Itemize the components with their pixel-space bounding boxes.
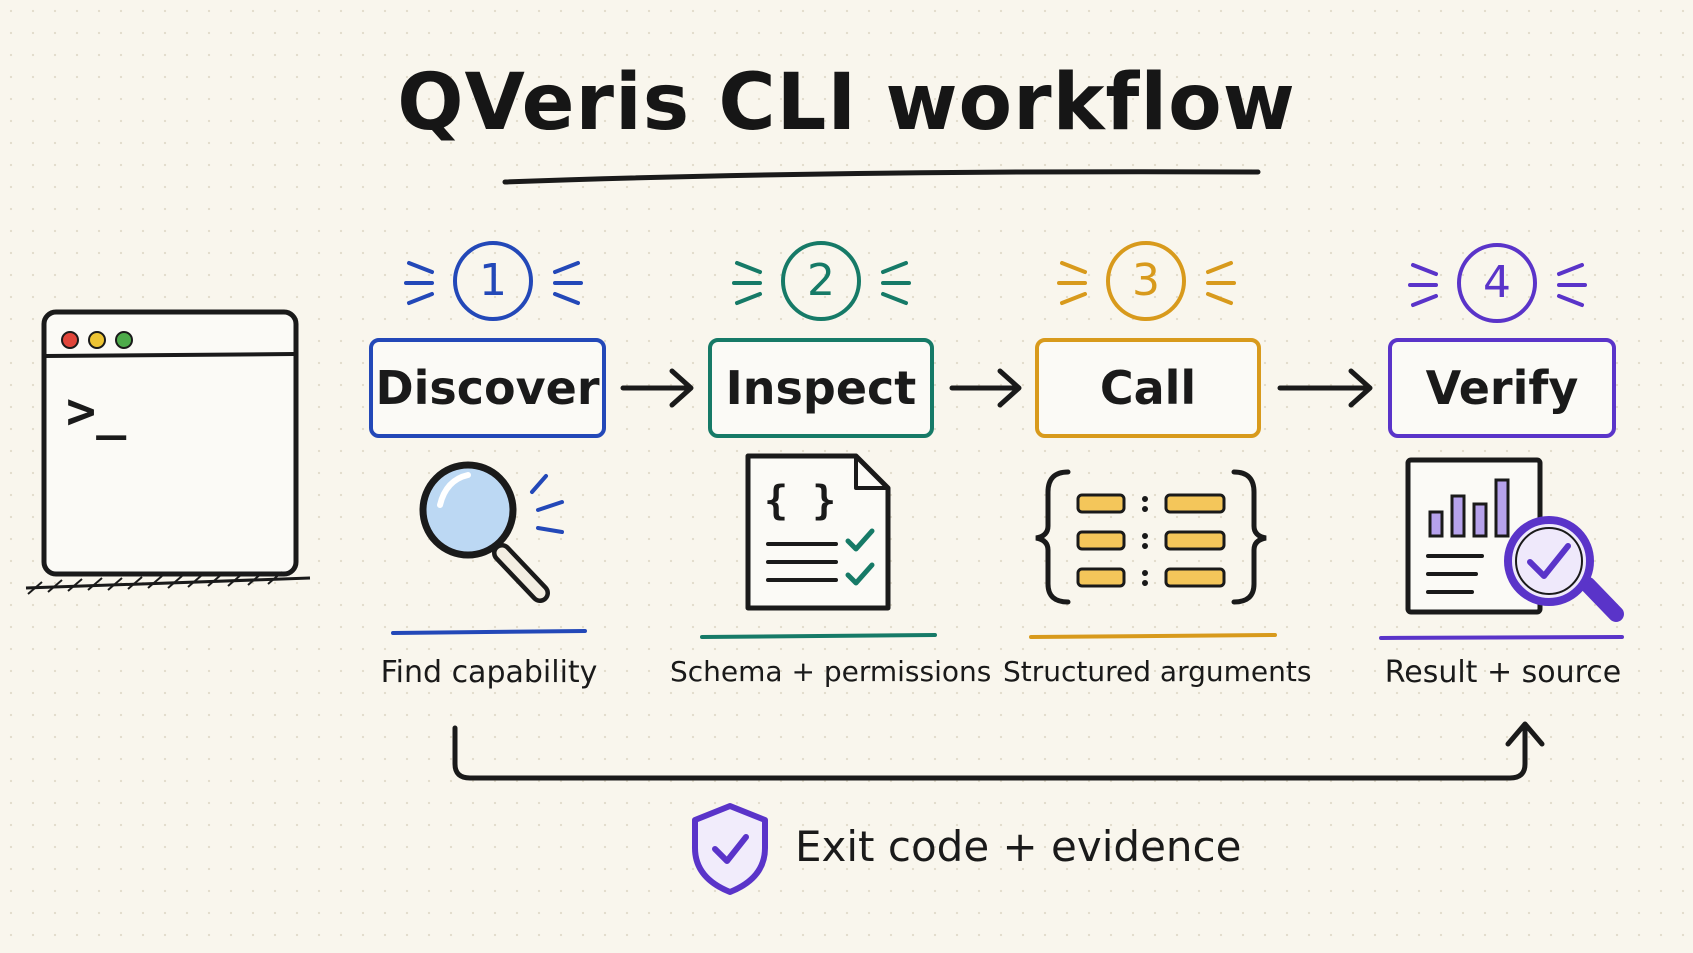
window-close-dot	[61, 331, 79, 349]
window-maximize-dot	[115, 331, 133, 349]
svg-text:{ }: { }	[764, 478, 836, 524]
diagram-title: QVeris CLI workflow	[397, 58, 1296, 148]
step-1-number: 1	[479, 255, 507, 306]
step-1-underline	[391, 629, 587, 635]
arrow-1-to-2	[620, 368, 694, 408]
arrow-3-to-4	[1277, 368, 1373, 408]
step-4-caption: Result + source	[1384, 655, 1622, 690]
step-2-label: Inspect	[725, 361, 917, 415]
shield-check-icon	[692, 803, 768, 895]
step-4-number-badge	[1408, 243, 1587, 323]
step-2-number: 2	[807, 255, 835, 306]
step-3-number: 3	[1132, 255, 1160, 306]
terminal-prompt: >_	[66, 382, 127, 440]
footer-label: Exit code + evidence	[795, 822, 1242, 871]
step-3-box	[1035, 338, 1261, 438]
step-1-number-badge	[404, 241, 583, 321]
step-2-caption: Schema + permissions	[670, 655, 992, 688]
step-1-caption: Find capability	[380, 655, 598, 690]
step-2-underline	[700, 633, 937, 639]
step-2-box	[708, 338, 934, 438]
schema-document-icon: { }	[745, 453, 891, 611]
step-4-box	[1388, 338, 1616, 438]
terminal-window-icon: >_	[25, 309, 311, 595]
structured-arguments-icon	[1035, 469, 1267, 605]
step-1-label: Discover	[375, 361, 600, 415]
arrow-2-to-3	[949, 368, 1022, 408]
step-3-number-badge	[1057, 241, 1236, 321]
window-minimize-dot	[88, 331, 106, 349]
step-3-label: Call	[1099, 361, 1197, 415]
feedback-loop-arrow	[452, 721, 1545, 781]
step-4-number: 4	[1483, 257, 1511, 308]
step-3-underline	[1029, 633, 1277, 639]
step-4-label: Verify	[1425, 361, 1579, 415]
step-1-box	[369, 338, 606, 438]
step-4-underline	[1379, 635, 1624, 640]
step-2-number-badge	[732, 241, 911, 321]
title-underline	[502, 169, 1261, 185]
step-3-caption: Structured arguments	[1003, 655, 1312, 688]
magnifier-icon	[419, 461, 564, 603]
report-verify-icon	[1405, 457, 1624, 622]
